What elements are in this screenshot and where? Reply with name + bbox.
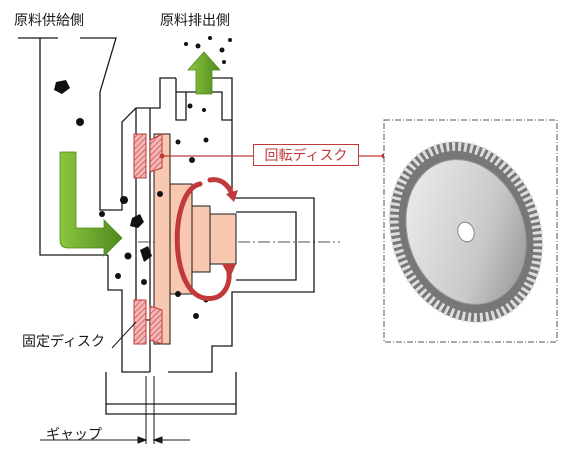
rotation-arrow-icon — [174, 181, 232, 301]
fixed-disk-label: 固定ディスク — [22, 334, 106, 350]
fixed-disk-lower — [133, 299, 147, 345]
fixed-disk-upper — [133, 133, 147, 179]
gap-dimension — [40, 376, 190, 444]
rotating-disk-teeth-lower — [149, 305, 163, 345]
rotating-disk-label: 回転ディスク — [253, 144, 359, 166]
rotating-disk-body — [153, 133, 237, 345]
leader-fixed-disk — [111, 321, 137, 349]
rotating-disk-teeth — [149, 133, 163, 173]
down-right-arrow-icon — [59, 151, 123, 257]
discharge-side-label: 原料排出側 — [160, 13, 230, 29]
rotating-disk-photo — [388, 140, 544, 324]
up-arrow-icon — [187, 51, 221, 95]
supply-side-label: 原料供給側 — [14, 13, 84, 29]
gap-label: ギャップ — [46, 427, 102, 443]
material-particles — [54, 36, 232, 319]
